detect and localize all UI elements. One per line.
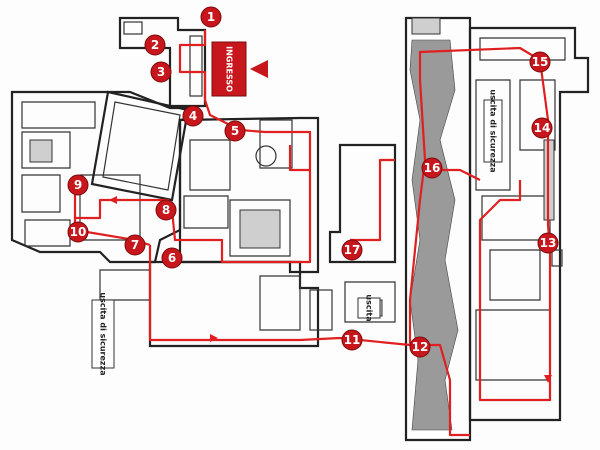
stop-number: 2 bbox=[151, 38, 159, 52]
stop-marker-17: 17 bbox=[341, 239, 363, 261]
uscita-box-text: uscita bbox=[365, 294, 374, 321]
stop-marker-circle bbox=[161, 247, 183, 269]
east-complex-walls bbox=[468, 26, 590, 422]
stop-number: 16 bbox=[424, 161, 441, 175]
stop-marker-16: 16 bbox=[421, 157, 443, 179]
stop-number: 6 bbox=[168, 251, 176, 265]
stop-marker-8: 8 bbox=[155, 199, 177, 221]
stop-number: 11 bbox=[344, 333, 361, 347]
stop-marker-4: 4 bbox=[182, 105, 204, 127]
stop-number: 9 bbox=[74, 178, 82, 192]
stop-marker-circle bbox=[341, 329, 363, 351]
stop-marker-circle bbox=[200, 6, 222, 28]
entrance-arrow-icon bbox=[250, 60, 268, 78]
stop-marker-2: 2 bbox=[144, 34, 166, 56]
excavation-strip bbox=[404, 16, 472, 442]
stop-number: 12 bbox=[412, 340, 429, 354]
visitor-route bbox=[73, 30, 552, 437]
stop-marker-7: 7 bbox=[124, 234, 146, 256]
stop-number: 8 bbox=[162, 203, 170, 217]
stop-number: 14 bbox=[534, 121, 551, 135]
stop-marker-circle bbox=[224, 120, 246, 142]
stop-marker-11: 11 bbox=[341, 329, 363, 351]
stop-marker-circle bbox=[531, 117, 553, 139]
stop-marker-6: 6 bbox=[161, 247, 183, 269]
south-corridor-walls bbox=[99, 260, 333, 348]
stop-marker-circle bbox=[67, 174, 89, 196]
mid-complex-walls bbox=[328, 143, 397, 323]
stop-marker-circle bbox=[155, 199, 177, 221]
stop-marker-circle bbox=[124, 234, 146, 256]
stop-marker-circle bbox=[67, 221, 89, 243]
stop-marker-5: 5 bbox=[224, 120, 246, 142]
exit-label-east: uscita di sicurezza bbox=[483, 89, 503, 173]
stop-marker-circle bbox=[150, 61, 172, 83]
stop-marker-circle bbox=[537, 232, 559, 254]
stop-number: 5 bbox=[231, 124, 239, 138]
stop-marker-9: 9 bbox=[67, 174, 89, 196]
uscita-box: uscita bbox=[357, 294, 381, 322]
stop-marker-12: 12 bbox=[409, 336, 431, 358]
stop-marker-circle bbox=[409, 336, 431, 358]
stop-number: 17 bbox=[344, 243, 361, 257]
entrance-marker: INGRESSO bbox=[211, 41, 268, 97]
entrance-label: INGRESSO bbox=[225, 46, 234, 92]
stop-marker-circle bbox=[421, 157, 443, 179]
exit-east-text: uscita di sicurezza bbox=[489, 89, 498, 172]
stop-marker-circle bbox=[529, 51, 551, 73]
stop-number: 7 bbox=[131, 238, 139, 252]
west-complex-walls bbox=[10, 90, 197, 264]
stop-number: 1 bbox=[207, 10, 215, 24]
stop-marker-circle bbox=[182, 105, 204, 127]
stop-number: 3 bbox=[157, 65, 165, 79]
stop-marker-circle bbox=[144, 34, 166, 56]
exit-west-text: uscita di sicurezza bbox=[99, 292, 108, 375]
stop-marker-13: 13 bbox=[537, 232, 559, 254]
exit-label-west: uscita di sicurezza bbox=[91, 292, 115, 376]
stop-marker-14: 14 bbox=[531, 117, 553, 139]
stop-number: 13 bbox=[540, 236, 557, 250]
stop-marker-15: 15 bbox=[529, 51, 551, 73]
stop-number: 10 bbox=[70, 225, 87, 239]
stop-number: 15 bbox=[532, 55, 549, 69]
stop-marker-circle bbox=[341, 239, 363, 261]
stop-marker-3: 3 bbox=[150, 61, 172, 83]
stop-marker-10: 10 bbox=[67, 221, 89, 243]
stop-number: 4 bbox=[189, 109, 197, 123]
stop-marker-1: 1 bbox=[200, 6, 222, 28]
central-complex-walls bbox=[118, 16, 320, 274]
